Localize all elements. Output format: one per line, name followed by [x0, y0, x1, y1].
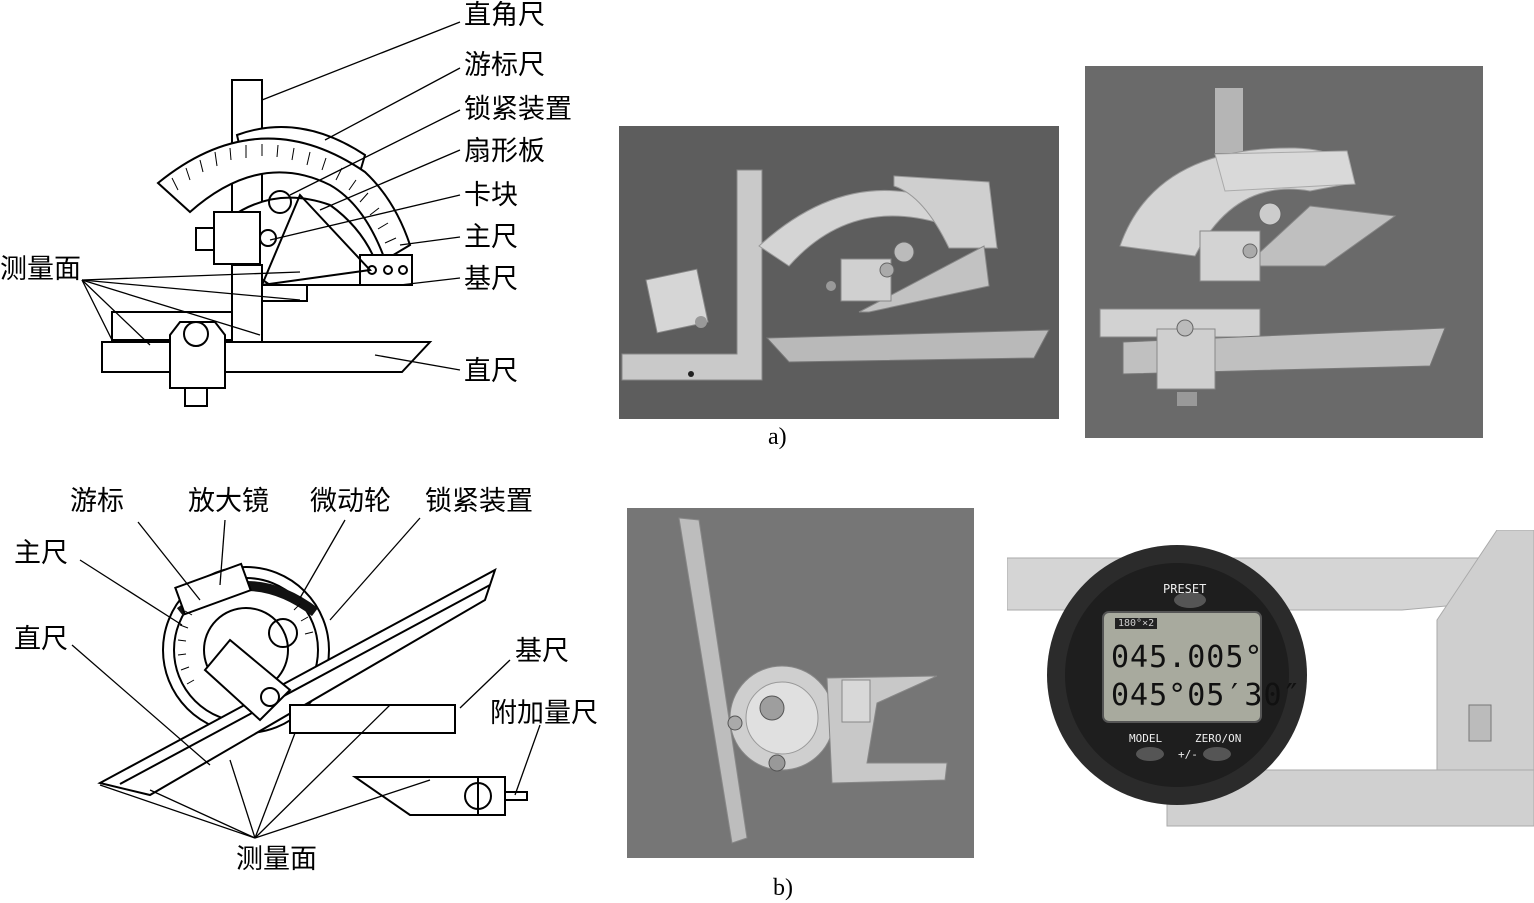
caption-b: b) — [773, 875, 793, 901]
photo-protractor-assembled — [1085, 66, 1483, 438]
label-base-ruler-b: 基尺 — [515, 636, 569, 667]
label-lock-device-b: 锁紧装置 — [425, 486, 533, 517]
label-magnifier: 放大镜 — [188, 486, 269, 517]
range-badge: 180°×2 — [1115, 618, 1158, 629]
label-fine-wheel: 微动轮 — [310, 486, 391, 517]
photo-protractor-parts — [619, 126, 1059, 419]
caption-a: a) — [768, 424, 787, 450]
photo-digital-protractor: PRESET 180°×2 045.005° 045°05′30″ MODEL … — [1007, 530, 1534, 828]
label-lock-device: 锁紧装置 — [464, 94, 572, 125]
model-button-label: MODEL — [1129, 732, 1163, 745]
label-main-scale-b: 主尺 — [14, 538, 68, 569]
label-sector-plate: 扇形板 — [464, 136, 545, 167]
label-measuring-surface-b: 测量面 — [236, 844, 317, 875]
display-line-dms: 045°05′30″ — [1111, 678, 1302, 713]
label-straight-ruler: 直尺 — [464, 356, 518, 387]
label-base-ruler: 基尺 — [464, 264, 518, 295]
label-main-scale: 主尺 — [464, 222, 518, 253]
label-vernier: 游标 — [70, 486, 124, 517]
plus-minus-label: +/- — [1178, 748, 1198, 761]
label-vernier-scale: 游标尺 — [464, 50, 545, 81]
label-measuring-surface: 测量面 — [0, 254, 81, 285]
preset-button-label: PRESET — [1163, 582, 1207, 596]
display-line-decimal: 045.005° — [1111, 640, 1264, 675]
label-square: 直角尺 — [464, 0, 545, 31]
label-extra-ruler: 附加量尺 — [490, 698, 598, 729]
label-clamp-block: 卡块 — [464, 180, 518, 211]
photo-optical-protractor — [627, 508, 974, 858]
label-straight-ruler-b: 直尺 — [14, 624, 68, 655]
zero-on-button-label: ZERO/ON — [1195, 732, 1242, 745]
